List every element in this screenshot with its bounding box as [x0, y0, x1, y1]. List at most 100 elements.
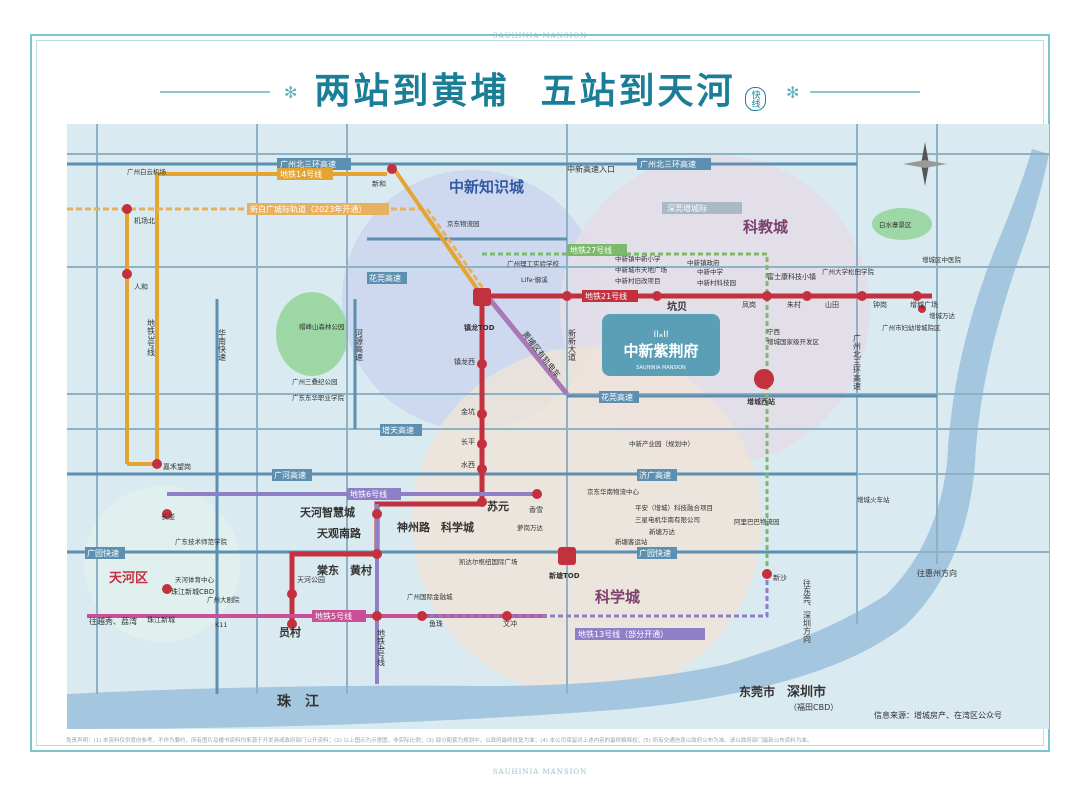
zengchengxi-station-icon: [754, 369, 774, 389]
station-marker: [152, 459, 162, 469]
station-tangdong: 棠东: [316, 563, 339, 577]
station-marker: [912, 291, 922, 301]
road-huawan: 花莞高速: [369, 273, 401, 283]
road-heyuan: 河源高速: [355, 328, 364, 362]
station-renhe: 人和: [134, 282, 148, 291]
poi-kaide: 凯达尔枢纽国际广场: [459, 557, 518, 566]
outer-frame: [30, 34, 1050, 752]
shenzhen-sub: （福田CBD）: [789, 703, 838, 712]
road-huagan: 花莞高速: [601, 392, 633, 402]
line27-path: [482, 252, 769, 574]
poi-wanda-luogang: 萝岗万达: [517, 523, 544, 532]
dongguan-label: 东莞市: [739, 684, 775, 699]
deco-line-left: [160, 91, 270, 93]
poi-zx-primary: 中新镇中新小学: [615, 254, 661, 263]
road-zengtian: 增天高速: [382, 425, 414, 435]
white-water-park: [872, 208, 932, 240]
station-kengbei: 坑贝: [667, 300, 687, 313]
station-labels: 新和 机场北 人和 嘉禾望岗 镇龙TOD 镇龙西 金坑 长平 水西 苏元 香雪 …: [134, 179, 938, 639]
station-zhucun: 朱村: [787, 300, 801, 309]
line13-path: [422, 574, 769, 618]
road-zhongxin-entry: 中新高速入口: [567, 164, 615, 174]
brand-bottom: SAUHINIA MANSION: [492, 768, 588, 776]
road-north-ring-left: 广州北三环高速: [280, 159, 336, 169]
project-name-en: SAUHINIA MANSION: [636, 365, 686, 371]
road-dongguan-link: 深莞增城际: [667, 203, 707, 213]
station-marker: [162, 509, 172, 519]
road-zhongxin-avenue: 新新大道: [568, 328, 577, 362]
station-markers: [122, 164, 926, 629]
compass-icon: [903, 142, 947, 186]
station-marker: [372, 509, 382, 519]
station-wenchong: 文冲: [503, 619, 517, 628]
project-name: 中新紫荆府: [623, 342, 698, 360]
poi-sports-center: 天河体育中心: [175, 575, 215, 584]
poi-xintang-passenger: 新塘客运站: [615, 537, 648, 546]
station-tianguan-south: 天观南路: [317, 526, 362, 540]
line-labels: 地铁14号线 新白广城际轨道（2023年开通） 地铁27号线 地铁21号线 地铁…: [247, 168, 705, 640]
poi-sanyuanli: 广州三叠纪公园: [292, 377, 338, 386]
poi-polytechnic: 广州理工实验学校: [507, 259, 560, 268]
line14-branch: [390, 164, 484, 298]
station-marker: [162, 584, 172, 594]
station-xinhe: 新和: [372, 179, 386, 188]
poi-wanda-xintang: 新塘万达: [649, 527, 676, 536]
poi-alibaba: 阿里巴巴物流园: [734, 517, 780, 526]
station-marker: [502, 611, 512, 621]
station-huangcun: 黄村: [350, 563, 372, 577]
station-marker: [477, 439, 487, 449]
poi-gz-univ: 广州大学松田学院: [822, 267, 875, 276]
station-marker: [287, 619, 297, 629]
station-marker: [477, 497, 487, 507]
station-marker: [762, 569, 772, 579]
road-guangyuan-right: 广园快速: [639, 548, 671, 558]
station-marker: [122, 269, 132, 279]
station-zengcheng-square: 增城广场: [910, 300, 938, 309]
line21-label: 地铁21号线: [585, 291, 627, 301]
station-marker: [477, 464, 487, 474]
tianhe-label: 天河区: [109, 570, 148, 586]
road-north-ring-right: 广州北三环高速: [640, 159, 696, 169]
snowflake-icon: ✻: [284, 83, 298, 102]
poi-industry-park: 中新产业园（规划中）: [629, 439, 694, 448]
station-jiahewangang: 嘉禾望岗: [163, 462, 191, 471]
road-to-yuexiu: 往越秀、荔湾: [89, 616, 137, 626]
station-zengchengxi: 增城西站: [747, 397, 775, 406]
headline-part2: 五站到天河: [540, 70, 736, 112]
intercity-label: 新白广城际轨道（2023年开通）: [250, 204, 366, 214]
science-city-zone: [412, 347, 762, 697]
headline: 两站到黄埔 五站到天河 快线: [160, 64, 920, 118]
tram-path: [485, 294, 569, 396]
station-marker: [857, 291, 867, 301]
station-changping: 长平: [461, 437, 475, 446]
station-marker: [372, 549, 382, 559]
road-labels: 广州北三环高速 广州北三环高速 深莞增城际 花莞高速 花莞高速 增天高速 广河高…: [85, 158, 742, 559]
poi-life: Life·御溪: [521, 275, 548, 284]
station-fengyong: 凤岗: [742, 301, 756, 309]
road-jiguang: 济广高速: [639, 470, 671, 480]
station-marker: [477, 359, 487, 369]
station-marker: [802, 291, 812, 301]
poi-zx-market: 中新城市天地广场: [615, 265, 668, 274]
station-jinkeng: 金坑: [461, 407, 475, 416]
station-tianhe-smart: 天河智慧城: [300, 505, 355, 519]
poi-labels: 广州白云机场 京东物流园 广州理工实验学校 Life·御溪 中新镇中新小学 中新…: [127, 167, 962, 629]
line14-path: [127, 172, 387, 466]
poi-ningxi: 宁西: [767, 327, 781, 336]
zhenlong-tod-icon: [473, 288, 491, 306]
education-city-label: 科教城: [743, 218, 788, 236]
station-marker: [532, 489, 542, 499]
poi-pingan: 平安（增城）科技融合项目: [635, 503, 713, 512]
poi-wanda-zc: 增城万达: [929, 311, 956, 320]
brand-top: SAUHINIA MANSION: [492, 32, 588, 40]
knowledge-city-label: 中新知识城: [449, 178, 524, 196]
line5-label: 地铁5号线: [315, 611, 352, 621]
station-marker: [477, 409, 487, 419]
line6-label: 地铁6号线: [350, 489, 387, 499]
road-huanan: 华南快速: [218, 328, 227, 362]
poi-k11: K11: [215, 621, 228, 629]
poi-tech-normal: 广东技术师范学院: [175, 537, 228, 546]
headline-badge: 快线: [744, 86, 766, 111]
poi-opera: 广州大剧院: [207, 595, 240, 604]
road-north-ring-vertical: 广州北三环高速: [853, 333, 862, 391]
